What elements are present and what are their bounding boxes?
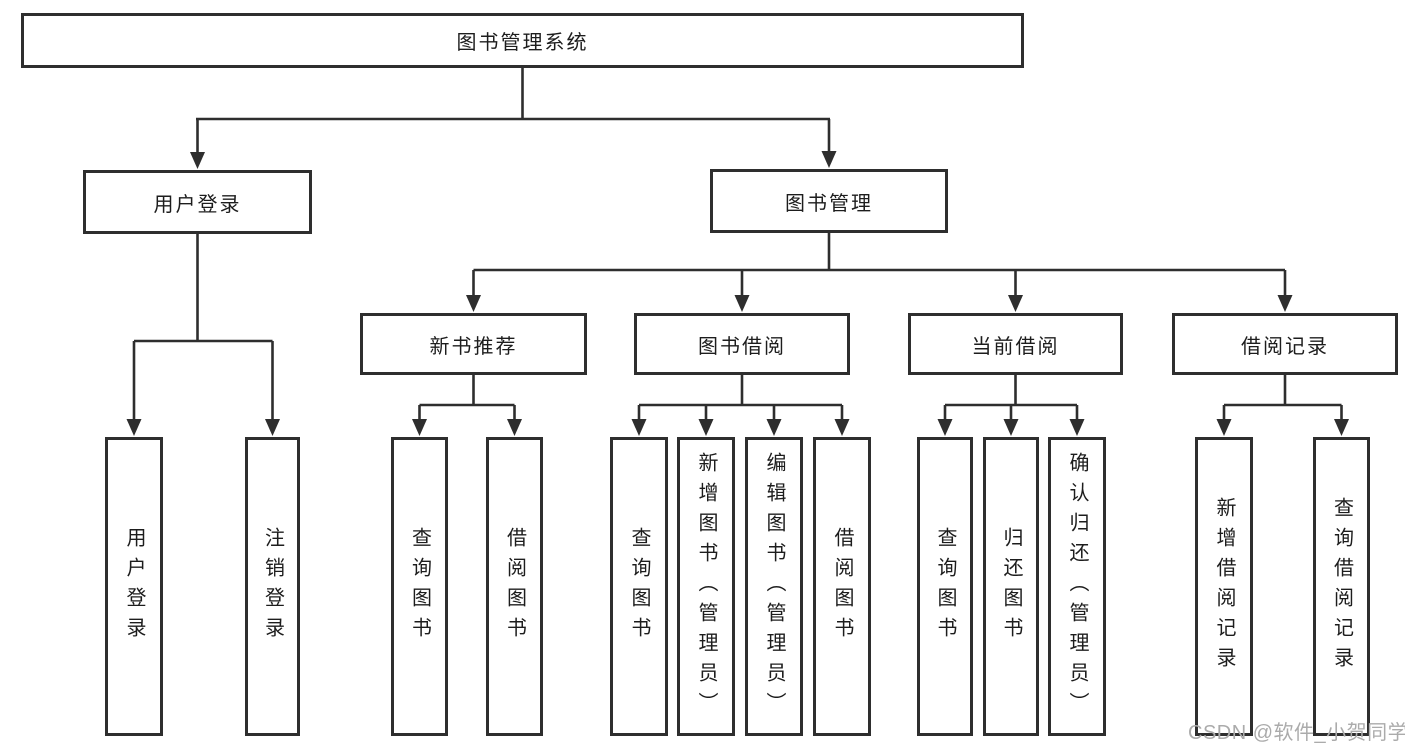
node-book-borrow: 图书借阅	[634, 313, 850, 375]
leaf-label: 查询借阅记录	[1330, 496, 1353, 677]
leaf-edit-book-admin: 编辑图书（管理员）	[745, 437, 803, 736]
leaf-borrow-book-recommend: 借阅图书	[486, 437, 543, 736]
leaf-logout: 注销登录	[245, 437, 300, 736]
node-root: 图书管理系统	[21, 13, 1024, 68]
leaf-label: 查询图书	[628, 526, 650, 647]
node-current-borrow: 当前借阅	[908, 313, 1123, 375]
leaf-label: 编辑图书（管理员）	[763, 451, 785, 722]
leaf-label: 查询图书	[934, 526, 956, 647]
node-borrow-records: 借阅记录	[1172, 313, 1398, 375]
leaf-label: 确认归还（管理员）	[1066, 451, 1088, 722]
leaf-label: 归还图书	[1000, 526, 1022, 647]
leaf-query-book-recommend: 查询图书	[391, 437, 448, 736]
leaf-label: 用户登录	[123, 526, 145, 647]
node-book-management-branch: 图书管理	[710, 169, 948, 233]
leaf-user-login: 用户登录	[105, 437, 163, 736]
leaf-query-book: 查询图书	[610, 437, 668, 736]
leaf-label: 查询图书	[408, 526, 431, 647]
leaf-confirm-return-admin: 确认归还（管理员）	[1048, 437, 1106, 736]
leaf-label: 新增图书（管理员）	[695, 451, 717, 722]
node-new-book-recommend: 新书推荐	[360, 313, 587, 375]
leaf-add-book-admin: 新增图书（管理员）	[677, 437, 735, 736]
leaf-borrow-book: 借阅图书	[813, 437, 871, 736]
leaf-label: 借阅图书	[831, 526, 853, 647]
leaf-label: 借阅图书	[503, 526, 526, 647]
node-user-login-branch: 用户登录	[83, 170, 312, 234]
leaf-query-borrow-record: 查询借阅记录	[1313, 437, 1370, 736]
leaf-label: 注销登录	[261, 526, 284, 647]
leaf-query-book-current: 查询图书	[917, 437, 973, 736]
watermark: CSDN @软件_小贺同学	[1188, 722, 1405, 744]
leaf-return-book: 归还图书	[983, 437, 1039, 736]
leaf-label: 新增借阅记录	[1213, 496, 1235, 677]
leaf-add-borrow-record: 新增借阅记录	[1195, 437, 1253, 736]
